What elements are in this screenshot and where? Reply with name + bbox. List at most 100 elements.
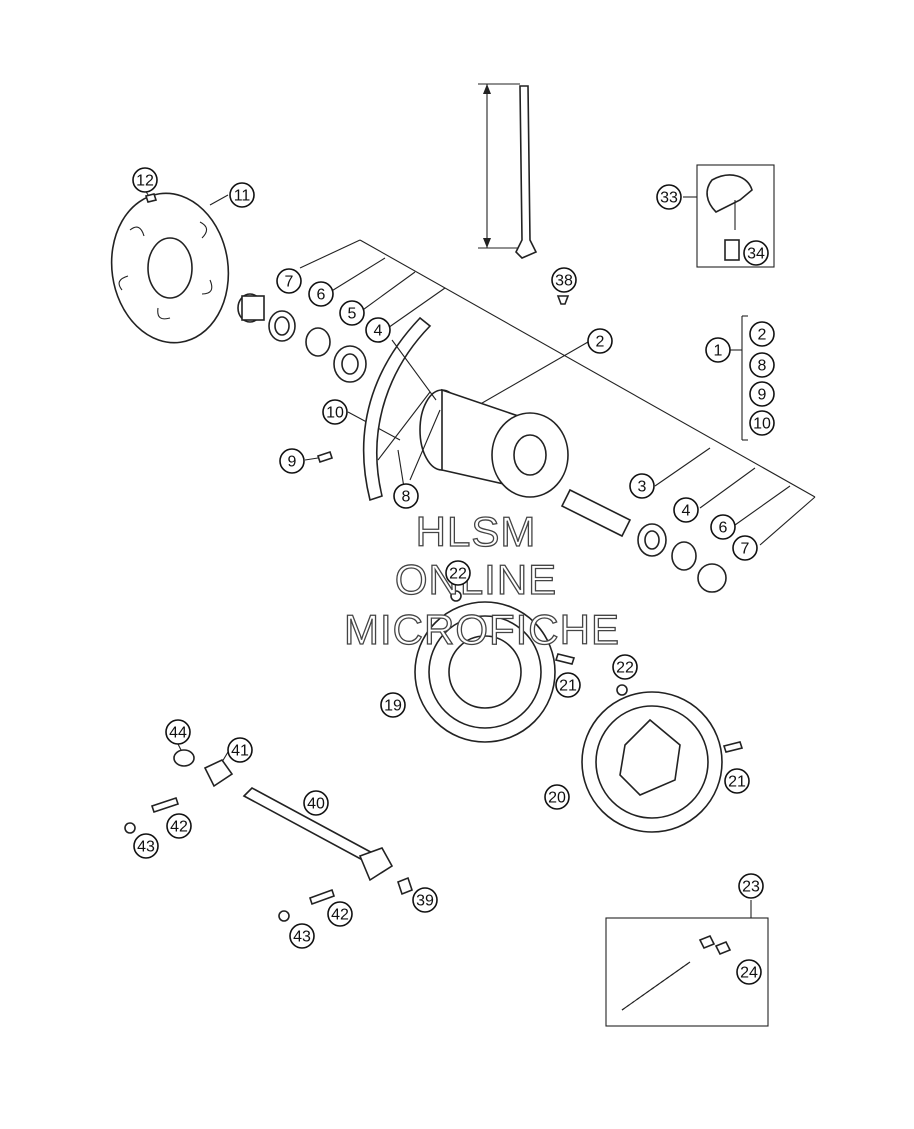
callout-labels: 1223445667788991010111219202121222223243… [132,167,775,985]
callout-c21b: 21 [724,768,750,794]
callout-circle [365,317,391,343]
callout-circle [724,768,750,794]
callout-c42b: 42 [327,901,353,927]
callout-number: 10 [753,416,771,433]
callout-c1: 1 [705,337,731,363]
watermark-line-2: ONLINE [395,556,557,603]
axle-drawing [242,787,394,882]
callout-circle [673,497,699,523]
callout-circle [276,268,302,294]
callout-number: 23 [742,879,760,896]
callout-circle [732,535,758,561]
callout-circle [612,654,638,680]
callout-number: 19 [384,698,402,715]
callout-circle [165,719,191,745]
callout-c2b: 2 [587,328,613,354]
callout-number: 12 [136,173,154,190]
callout-number: 24 [740,965,758,982]
callout-c33: 33 [656,184,682,210]
callout-c22b: 22 [612,654,638,680]
callout-circle [738,873,764,899]
callout-circle [229,182,255,208]
callout-c6b: 6 [710,514,736,540]
callout-circle [445,560,471,586]
callout-number: 9 [288,454,297,471]
callout-number: 38 [555,273,573,290]
callout-number: 21 [728,774,746,791]
callout-circle [710,514,736,540]
callout-circle [555,672,581,698]
callout-number: 3 [638,479,647,496]
callout-c20: 20 [544,784,570,810]
callout-number: 7 [741,541,750,558]
callout-c9a: 9 [749,381,775,407]
callout-circle [303,790,329,816]
watermark-line-1: HLSM [416,508,537,555]
callout-number: 8 [758,358,767,375]
callout-number: 40 [307,796,325,813]
callout-number: 21 [559,678,577,695]
callout-number: 9 [758,387,767,404]
callout-circle [322,399,348,425]
callout-circle [166,813,192,839]
callout-c7b: 7 [732,535,758,561]
callout-number: 43 [293,929,311,946]
callout-c12: 12 [132,167,158,193]
callout-number: 39 [416,893,434,910]
callout-c40: 40 [303,790,329,816]
callout-number: 22 [616,660,634,677]
callout-number: 1 [714,343,723,360]
callout-c10b: 10 [322,399,348,425]
callout-circle [339,300,365,326]
callout-circle [544,784,570,810]
callout-number: 41 [231,743,249,760]
callout-number: 7 [285,274,294,291]
callout-number: 10 [326,405,344,422]
callout-c9b: 9 [279,448,305,474]
callout-c4b: 4 [673,497,699,523]
callout-circle [736,959,762,985]
callout-c8a: 8 [749,352,775,378]
callout-c11: 11 [229,182,255,208]
callout-number: 5 [348,306,357,323]
callout-number: 6 [317,287,326,304]
callout-circle [705,337,731,363]
callout-circle [749,352,775,378]
callout-c38: 38 [551,267,577,293]
callout-c21a: 21 [555,672,581,698]
callout-c41: 41 [227,737,253,763]
callout-number: 42 [170,819,188,836]
watermark-line-3: MICROFICHE [344,606,620,653]
sprocket-20-drawing [581,691,723,833]
callout-number: 33 [660,190,678,207]
callout-c42a: 42 [166,813,192,839]
callout-c43b: 43 [289,923,315,949]
callout-c22a: 22 [445,560,471,586]
callout-circle [412,887,438,913]
callout-c6a: 6 [308,281,334,307]
callout-c8b: 8 [393,483,419,509]
callout-circle [393,483,419,509]
callout-circle [587,328,613,354]
callout-circle [749,410,775,436]
callout-circle [327,901,353,927]
chain-drawing [621,934,732,1011]
callout-circle [743,240,769,266]
callout-circle [279,448,305,474]
callout-c10a: 10 [749,410,775,436]
callout-c39: 39 [412,887,438,913]
callout-number: 4 [374,323,383,340]
callout-number: 2 [596,334,605,351]
callout-number: 6 [719,520,728,537]
callout-c43a: 43 [133,833,159,859]
callout-c7a: 7 [276,268,302,294]
hub-drawing [377,339,569,498]
callout-circle [656,184,682,210]
watermark: HLSM ONLINE MICROFICHE [343,507,620,653]
callout-c19: 19 [380,692,406,718]
callout-number: 11 [234,188,251,205]
callout-c2a: 2 [749,321,775,347]
callout-circle [380,692,406,718]
callout-number: 4 [682,503,691,520]
